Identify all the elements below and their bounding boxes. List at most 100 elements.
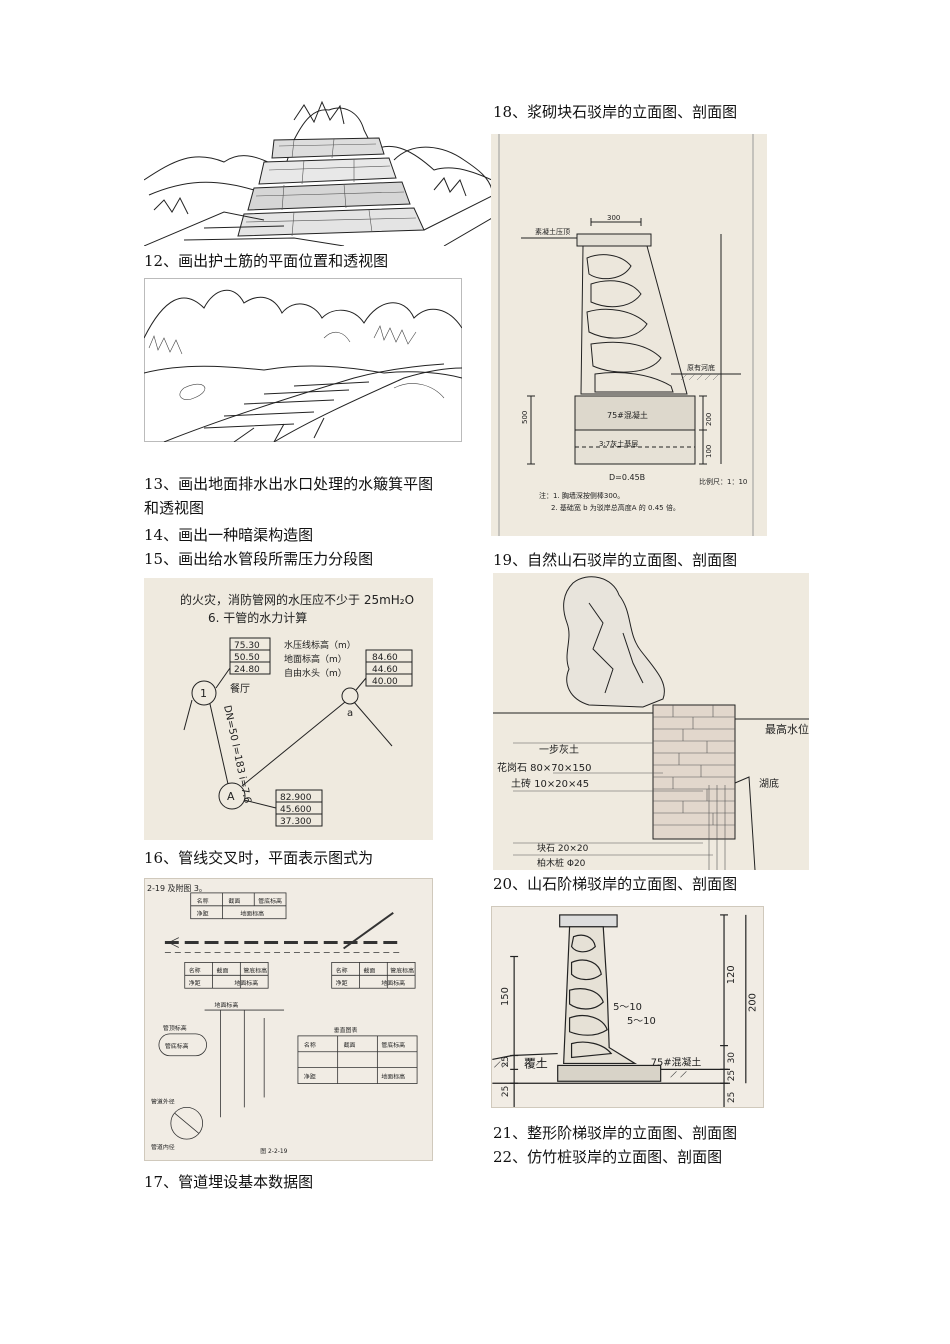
pipe-burial-figure: 2-19 及附图 3。 名称 截面 管底标高 净距 地面标高 名称 截 (144, 878, 433, 1161)
t1-name: 名称 (197, 897, 209, 905)
t1-section: 截面 (228, 897, 240, 905)
scale-label: 比例尺：1：10 (699, 477, 747, 486)
stepped-revetment-figure: 覆土 5～10 5～10 75#混凝土 150 25 25 120 30 25 … (491, 906, 764, 1108)
node-1-label: 1 (200, 687, 207, 700)
garden-path-sketch (144, 278, 462, 442)
slope-2: 5～10 (627, 1016, 656, 1027)
caption-15: 15、画出给水管段所需压力分段图 (144, 550, 374, 568)
t4-section: 截面 (344, 1041, 356, 1049)
caption-18: 18、浆砌块石驳岸的立面图、剖面图 (493, 103, 738, 121)
caption-13-line2: 和透视图 (144, 499, 205, 517)
pipe-top-label: 管顶标高 (163, 1024, 187, 1032)
dim-25-b: 25 (501, 1086, 511, 1097)
caption-12: 12、画出护土筋的平面位置和透视图 (144, 252, 389, 270)
box3-v2: 45.600 (280, 805, 312, 815)
t2-gap: 净距 (189, 979, 201, 987)
stone-steps-sketch (144, 100, 492, 246)
base-label: 3:7灰土基层 (599, 439, 638, 448)
high-water-label: 最高水位 (765, 722, 809, 736)
box1-v3: 24.80 (234, 665, 260, 675)
dim-25-a: 25 (501, 1056, 511, 1067)
restaurant-label: 餐厅 (230, 682, 250, 695)
dim-120: 120 (726, 965, 737, 984)
dim-150: 150 (500, 987, 511, 1006)
box2-v1: 84.60 (372, 653, 398, 663)
dim-100: 100 (705, 445, 713, 458)
cap-label: 素凝土压顶 (535, 227, 570, 236)
inner-diam-label: 管道内径 (151, 1143, 175, 1151)
t2-bottom: 管底标高 (243, 966, 267, 974)
caption-19: 19、自然山石驳岸的立面图、剖面图 (493, 551, 738, 569)
masonry-revetment-figure: 300 素凝土压顶 原有河底 75#混凝土 3:7灰土基层 500 200 10… (491, 134, 767, 536)
pile-label: 柏木桩 Φ20 (537, 857, 586, 869)
t2-name: 名称 (189, 966, 201, 974)
t4-title: 垂直图表 (334, 1026, 358, 1034)
box1-v2: 50.50 (234, 653, 260, 663)
t4-gap: 净距 (304, 1073, 316, 1081)
box3-v1: 82.900 (280, 793, 312, 803)
t1-gap: 净距 (197, 910, 209, 918)
dim-200: 200 (748, 993, 759, 1012)
caption-21: 21、整形阶梯驳岸的立面图、剖面图 (493, 1124, 738, 1142)
outer-diam-label: 管道外径 (151, 1097, 175, 1105)
box2-v3: 40.00 (372, 677, 398, 687)
dim-300: 300 (607, 214, 620, 222)
t1-bottom: 管底标高 (258, 897, 282, 905)
d-formula: D=0.45B (609, 473, 645, 482)
water-pressure-figure: 的火灾，消防管网的水压应不少于 25mH₂O 6. 干管的水力计算 75.30 … (144, 578, 433, 840)
dim-25-c: 25 (727, 1070, 737, 1081)
masonry-revetment-drawing: 300 素凝土压顶 原有河底 75#混凝土 3:7灰土基层 500 200 10… (498, 134, 754, 536)
node-A-label: A (227, 790, 235, 803)
concrete-75-label: 75#混凝土 (651, 1055, 702, 1068)
note-1: 注：1. 胸墙深按侧棒300。 (539, 491, 624, 500)
t1-ground: 地面标高 (240, 910, 264, 918)
caption-14: 14、画出一种暗渠构造图 (144, 526, 314, 544)
ground-elev-label: 地面标高 (215, 1001, 239, 1009)
natural-rock-revetment-figure: 最高水位 一步灰土 花岗石 80×70×150 土砖 10×20×45 湖底 块… (493, 573, 809, 870)
note-2: 2. 基础宽 b 为驳岸总高度A 的 0.45 倍。 (551, 503, 680, 512)
legend-water-level: 水压线标高（m） (284, 639, 356, 651)
garden-path-drawing (144, 278, 462, 442)
legend-free-head: 自由水头（m） (284, 667, 347, 679)
granite-label: 花岗石 80×70×150 (497, 761, 591, 774)
node-a-label: a (347, 708, 353, 719)
caption-16: 16、管线交叉时，平面表示图式为 (144, 849, 374, 867)
tile-label: 土砖 10×20×45 (511, 777, 589, 790)
t2-section: 截面 (217, 966, 229, 974)
box1-v1: 75.30 (234, 641, 260, 651)
legend-ground-level: 地面标高（m） (284, 653, 347, 665)
stone-steps-drawing (144, 100, 492, 246)
soil-label: 一步灰土 (539, 743, 579, 756)
bed-label: 原有河底 (687, 363, 715, 372)
stepped-revetment-drawing: 覆土 5～10 5～10 75#混凝土 150 25 25 120 30 25 … (492, 914, 759, 1107)
caption-17: 17、管道埋设基本数据图 (144, 1173, 314, 1191)
pipe-spec-label: DN=50 l=183 i=7.6 (221, 704, 253, 804)
dim-30: 30 (727, 1052, 737, 1064)
fig17-caption: 图 2-2-19 (260, 1148, 287, 1155)
t3-bottom: 管底标高 (390, 966, 414, 974)
box3-v3: 37.300 (280, 817, 312, 827)
t3-gap: 净距 (336, 979, 348, 987)
dim-25-d: 25 (727, 1092, 737, 1103)
caption-20: 20、山石阶梯驳岸的立面图、剖面图 (493, 875, 738, 893)
t3-section: 截面 (363, 966, 375, 974)
dim-200: 200 (705, 413, 713, 426)
caption-13-line1: 13、画出地面排水出水口处理的水簸箕平图 (144, 475, 434, 493)
t3-name: 名称 (336, 966, 348, 974)
box2-v2: 44.60 (372, 665, 398, 675)
pipe-bottom-label: 管底标高 (165, 1042, 189, 1050)
natural-rock-revetment-drawing: 最高水位 一步灰土 花岗石 80×70×150 土砖 10×20×45 湖底 块… (493, 576, 809, 870)
caption-22: 22、仿竹桩驳岸的立面图、剖面图 (493, 1148, 723, 1166)
t4-ground: 地面标高 (381, 1073, 405, 1081)
slope-1: 5～10 (613, 1002, 642, 1013)
block-label: 块石 20×20 (537, 842, 589, 854)
t2-ground: 地面标高 (234, 979, 258, 987)
fig15-top-line: 的火灾，消防管网的水压应不少于 25mH₂O (180, 592, 414, 607)
fill-label: 覆土 (524, 1056, 548, 1070)
pipe-burial-drawing: 2-19 及附图 3。 名称 截面 管底标高 净距 地面标高 名称 截 (147, 883, 418, 1155)
fig15-section-title: 6. 干管的水力计算 (208, 610, 307, 625)
water-pressure-drawing: 的火灾，消防管网的水压应不少于 25mH₂O 6. 干管的水力计算 75.30 … (180, 592, 414, 827)
t3-ground: 地面标高 (381, 979, 405, 987)
t4-name: 名称 (304, 1041, 316, 1049)
t4-bottom: 管底标高 (381, 1041, 405, 1049)
